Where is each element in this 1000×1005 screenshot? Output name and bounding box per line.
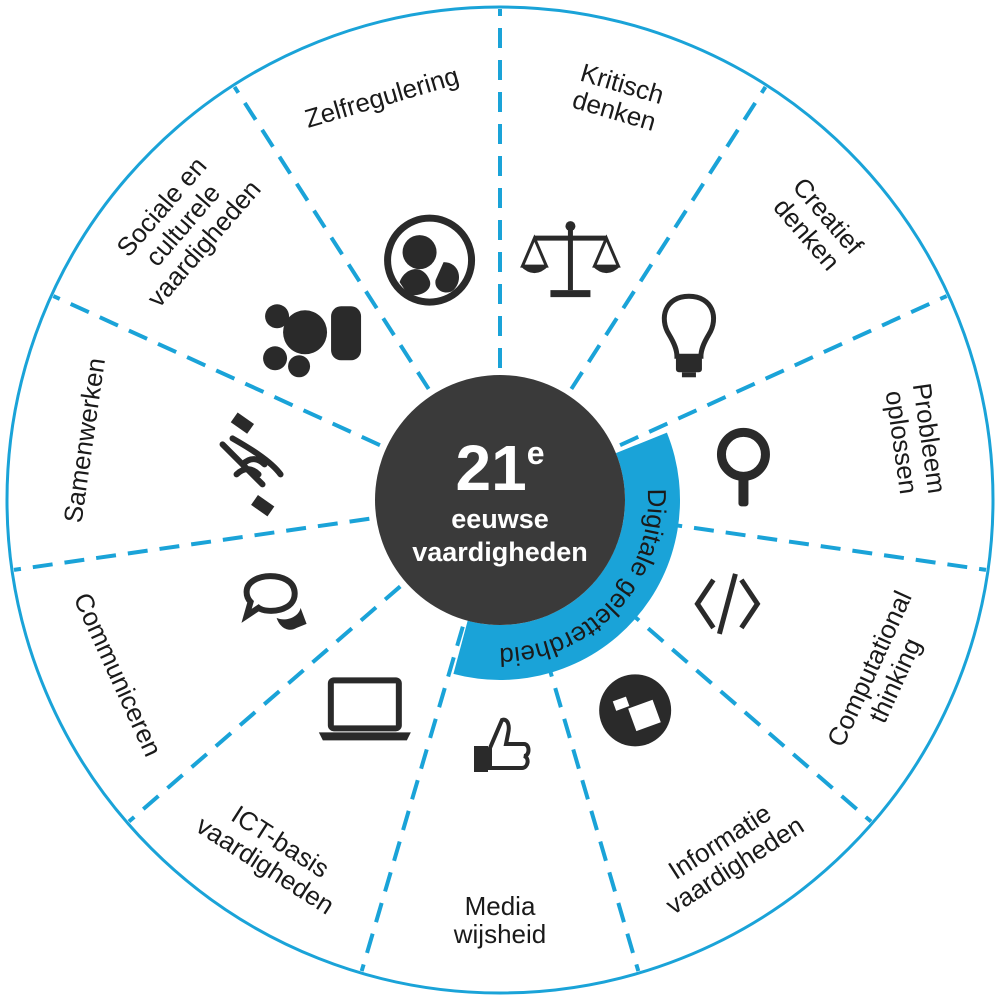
center-title: 21e	[456, 432, 545, 504]
code-icon	[694, 573, 761, 635]
segment-labels: KritischdenkenCreatiefdenkenProbleemoplo…	[58, 57, 953, 949]
segment-divider	[13, 516, 370, 572]
segment-label: Sociale enculturelevaardigheden	[98, 137, 266, 312]
segment-divider	[359, 626, 465, 972]
center-number: 21	[456, 432, 527, 504]
segment-label: Communiceren	[68, 588, 169, 761]
handshake-icon	[219, 412, 284, 517]
segment-label: Kritischdenken	[569, 57, 667, 137]
segment-divider	[619, 294, 948, 447]
segment-label-line: wijsheid	[453, 919, 547, 949]
segment-label-line: Zelfregulering	[301, 60, 462, 134]
segment-label: Probleemoplossen	[879, 381, 952, 499]
segment-divider	[52, 294, 381, 447]
center-line-3: vaardigheden	[412, 537, 588, 567]
segment-label: Samenwerken	[58, 356, 111, 525]
segment-dividers	[13, 9, 987, 972]
group-icon	[263, 304, 362, 378]
segment-divider	[630, 516, 987, 572]
thumbs-up-icon	[474, 717, 531, 772]
segment-label: Zelfregulering	[301, 60, 462, 134]
scales-icon	[520, 221, 621, 298]
digital-literacy-arc	[453, 432, 680, 680]
segment-label-line: Media	[465, 891, 536, 921]
segment-divider	[232, 85, 431, 391]
segment-label: Informatievaardigheden	[645, 786, 809, 920]
lightbulb-icon	[661, 293, 717, 378]
segment-divider	[569, 85, 768, 391]
outer-ring	[5, 5, 995, 995]
center-line-2: eeuwse	[451, 504, 549, 534]
segment-divider	[535, 626, 641, 972]
segment-divider	[598, 584, 873, 824]
segment-label: Creatiefdenken	[766, 172, 870, 279]
segment-divider	[127, 584, 402, 824]
self-regulation-icon	[384, 214, 476, 306]
segment-label: ICT-basisvaardigheden	[191, 786, 355, 920]
center-disc	[375, 375, 625, 625]
segment-label-line: Communiceren	[68, 588, 169, 761]
speech-bubbles-icon	[241, 573, 307, 630]
segment-label: Computationalthinking	[821, 586, 943, 763]
magnifier-icon	[716, 427, 770, 507]
laptop-icon	[318, 677, 411, 741]
segment-label-line: Samenwerken	[58, 356, 111, 525]
center-superscript: e	[527, 435, 545, 471]
segment-icons	[219, 214, 770, 772]
info-icon	[599, 674, 672, 747]
